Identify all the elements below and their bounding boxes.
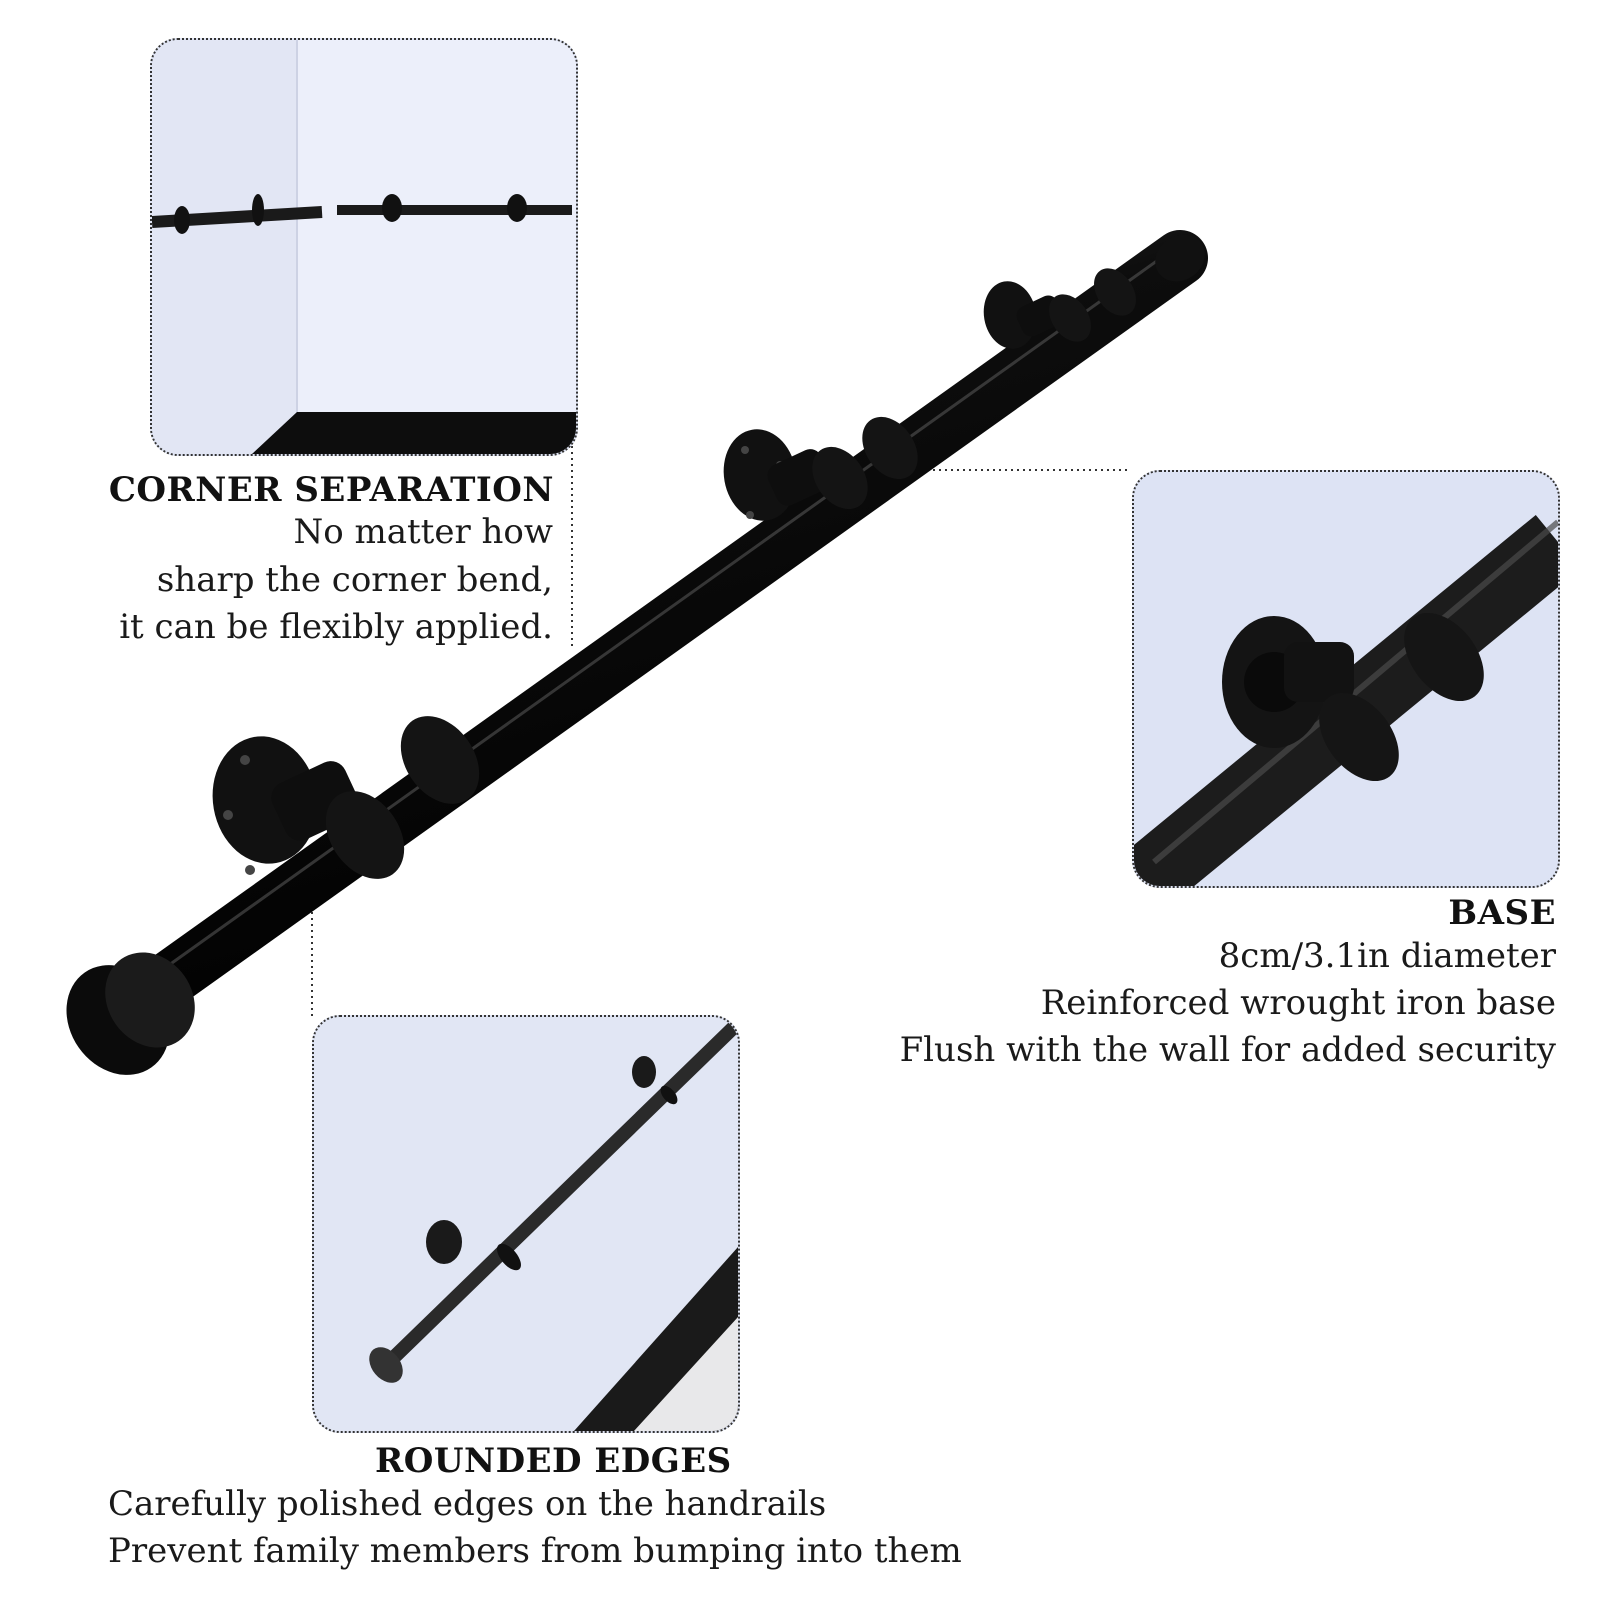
- corner-separation-title: CORNER SEPARATION: [108, 470, 554, 510]
- corner-separation-image: [150, 38, 578, 456]
- base-line-1: 8cm/3.1in diameter: [1218, 936, 1556, 976]
- rounded-edges-line-2: Prevent family members from bumping into…: [108, 1531, 962, 1571]
- corner-separation-line-3: it can be flexibly applied.: [119, 607, 553, 647]
- base-line-3: Flush with the wall for added security: [899, 1030, 1556, 1070]
- corner-separation-line-2: sharp the corner bend,: [156, 560, 553, 600]
- rounded-edges-line-1: Carefully polished edges on the handrail…: [108, 1484, 827, 1524]
- base-title: BASE: [1448, 893, 1556, 933]
- base-closeup-image: [1132, 470, 1560, 888]
- base-line-2: Reinforced wrought iron base: [1040, 983, 1556, 1023]
- corner-separation-line-1: No matter how: [293, 512, 553, 552]
- rounded-edges-image: [312, 1015, 740, 1433]
- rounded-edges-title: ROUNDED EDGES: [375, 1441, 732, 1481]
